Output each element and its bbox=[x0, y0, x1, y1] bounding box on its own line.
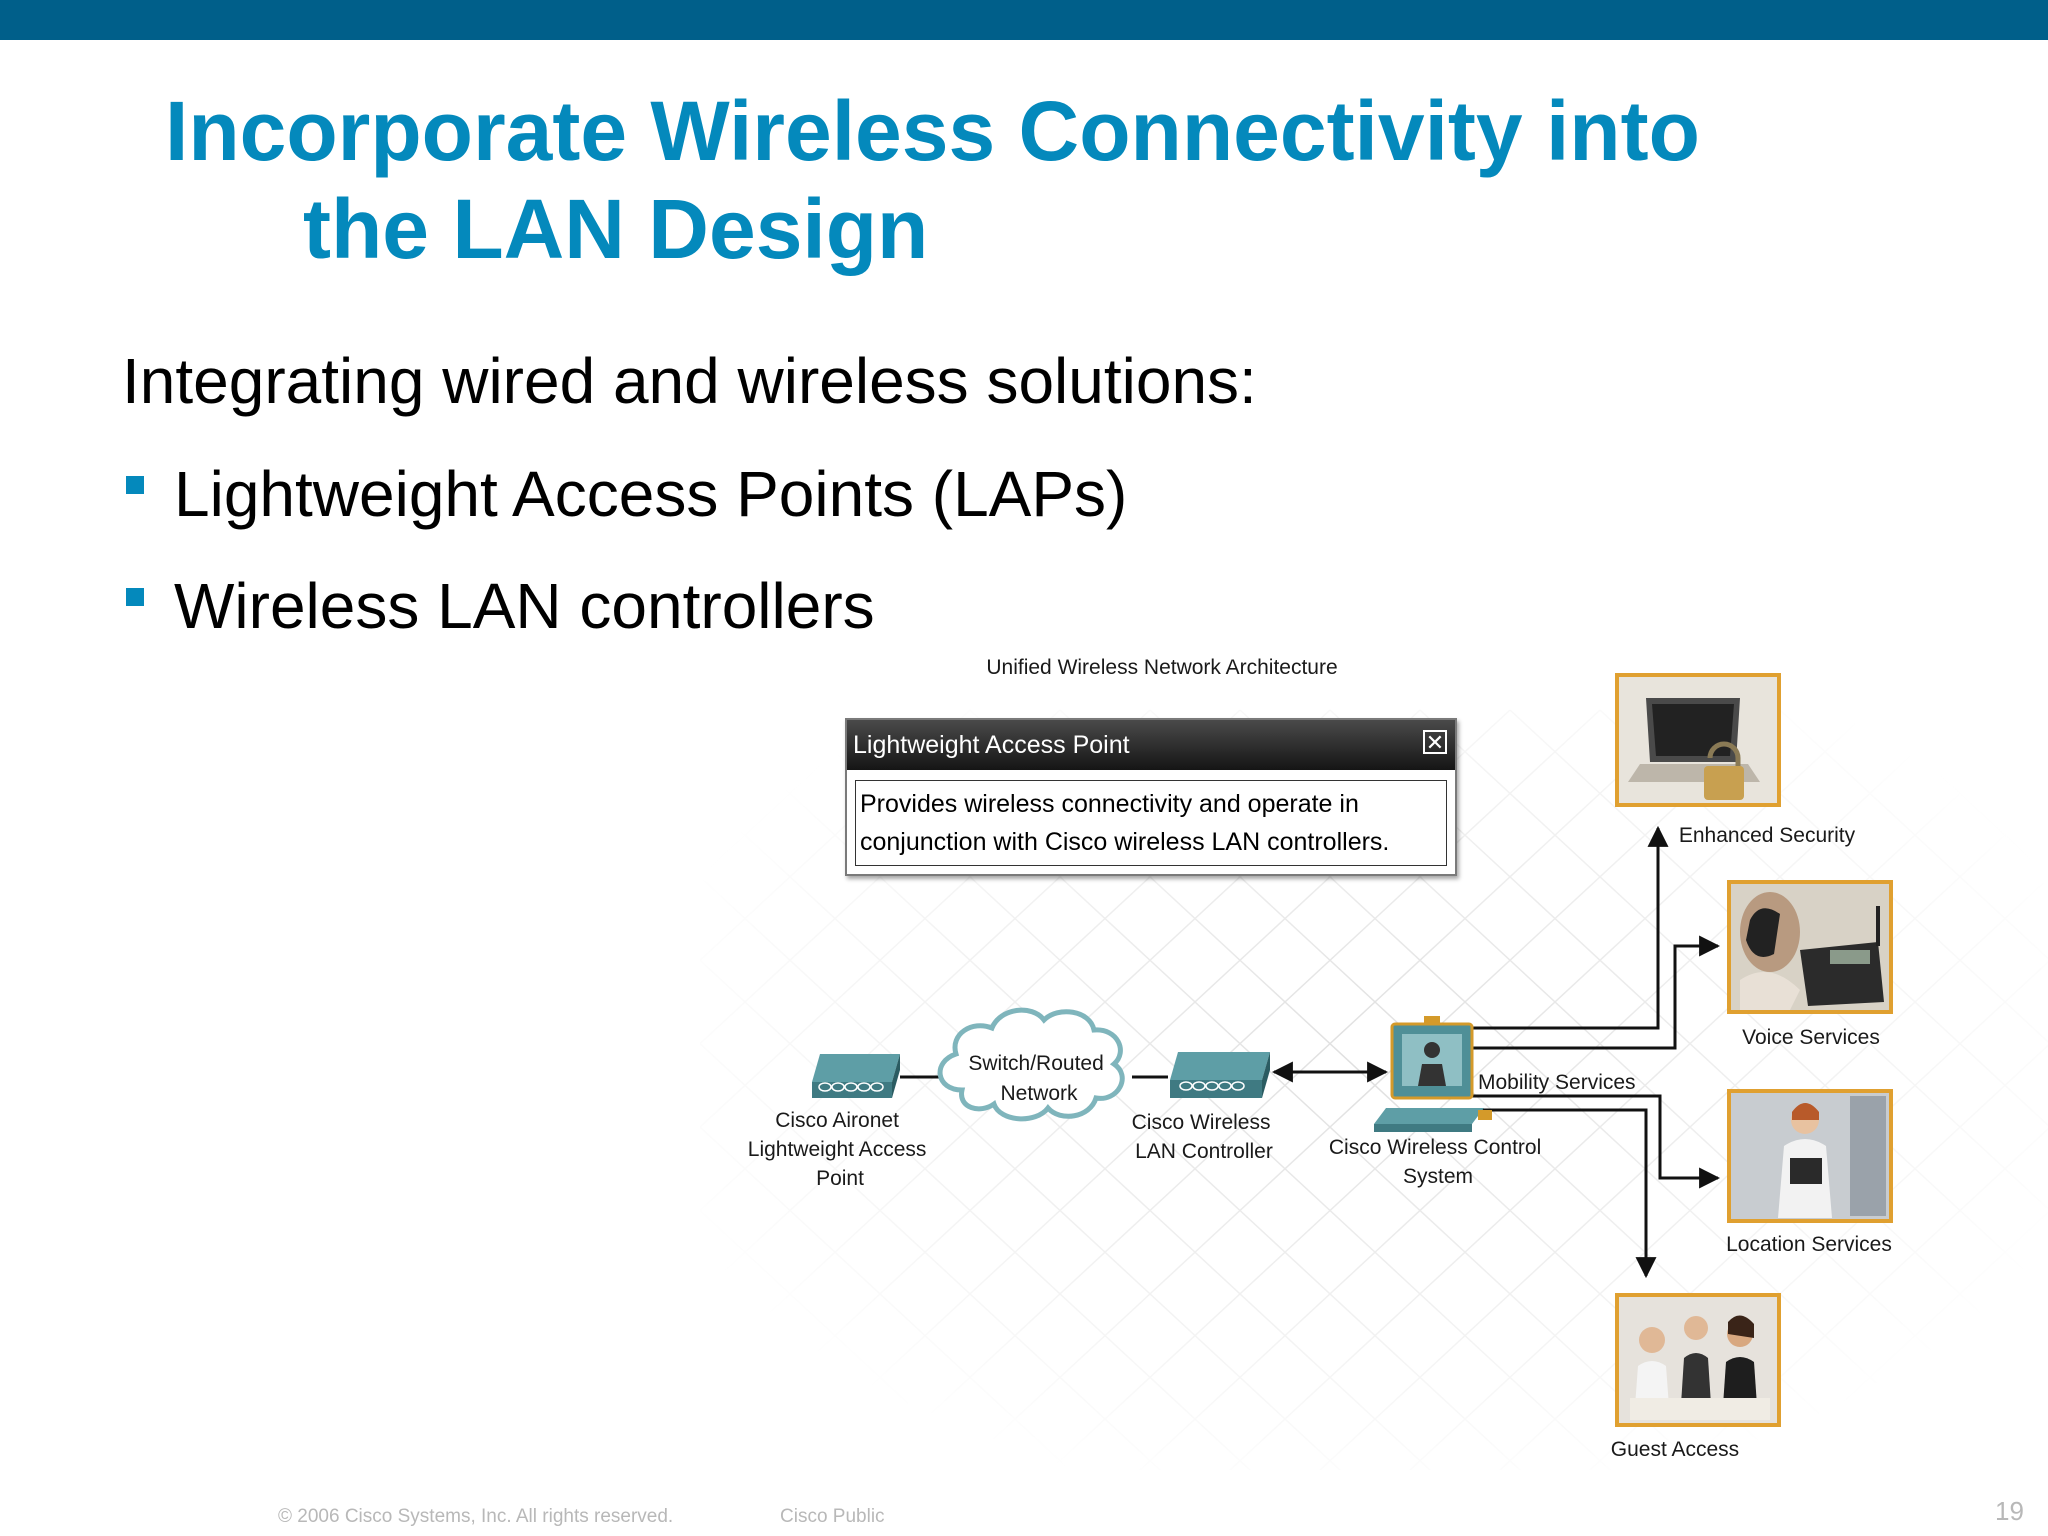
footer-classification: Cisco Public bbox=[780, 1506, 885, 1527]
service-label-guest: Guest Access bbox=[1611, 1438, 1739, 1461]
service-label-voice: Voice Services bbox=[1742, 1026, 1880, 1049]
laptop-lock-icon bbox=[1615, 673, 1781, 807]
title-line-1: Incorporate Wireless Connectivity into bbox=[165, 84, 1700, 178]
lap-info-popup: Lightweight Access Point ✕ Provides wire… bbox=[845, 718, 1457, 876]
bullet-square-icon bbox=[126, 588, 144, 606]
cloud-label: Switch/Routed Network bbox=[968, 1052, 1109, 1105]
popup-body-line-2: conjunction with Cisco wireless LAN cont… bbox=[860, 828, 1390, 856]
wlan-controller-icon bbox=[1170, 1052, 1270, 1098]
access-point-icon bbox=[812, 1054, 900, 1098]
arrow-to-voice bbox=[1470, 935, 1721, 1050]
arrow-to-guest bbox=[1470, 1108, 1657, 1279]
arrow-to-location bbox=[1470, 1094, 1721, 1189]
slide-title: Incorporate Wireless Connectivity into t… bbox=[165, 82, 1965, 278]
title-line-2: the LAN Design bbox=[303, 182, 929, 276]
popup-title: Lightweight Access Point bbox=[853, 731, 1130, 759]
close-icon[interactable]: ✕ bbox=[1423, 730, 1447, 754]
arrow-to-security bbox=[1470, 825, 1669, 1030]
person-tablet-icon bbox=[1727, 1089, 1893, 1223]
control-system-computer-icon bbox=[1374, 1016, 1492, 1132]
wcs-label: Cisco Wireless Control System bbox=[1329, 1136, 1547, 1188]
footer-copyright: © 2006 Cisco Systems, Inc. All rights re… bbox=[278, 1506, 674, 1527]
service-label-security: Enhanced Security bbox=[1679, 824, 1856, 847]
phone-call-icon bbox=[1727, 880, 1893, 1014]
mobility-services-label: Mobility Services bbox=[1478, 1071, 1636, 1094]
network-cloud-icon bbox=[937, 1007, 1125, 1122]
controller-label: Cisco Wireless LAN Controller bbox=[1132, 1111, 1277, 1163]
diagram-caption: Unified Wireless Network Architecture bbox=[986, 656, 1337, 679]
bullet-square-icon bbox=[126, 476, 144, 494]
page-number: 19 bbox=[1995, 1496, 2024, 1526]
popup-header: Lightweight Access Point ✕ bbox=[847, 720, 1455, 770]
service-label-location: Location Services bbox=[1726, 1233, 1892, 1256]
bullet-text: Wireless LAN controllers bbox=[174, 570, 875, 642]
meeting-group-icon bbox=[1615, 1293, 1781, 1427]
intro-text: Integrating wired and wireless solutions… bbox=[122, 345, 1257, 417]
bullet-text: Lightweight Access Points (LAPs) bbox=[174, 458, 1128, 530]
popup-body: Provides wireless connectivity and opera… bbox=[855, 780, 1447, 866]
access-point-label: Cisco Aironet Lightweight Access Point bbox=[748, 1109, 932, 1190]
popup-body-line-1: Provides wireless connectivity and opera… bbox=[860, 790, 1359, 818]
top-bar bbox=[0, 0, 2048, 40]
